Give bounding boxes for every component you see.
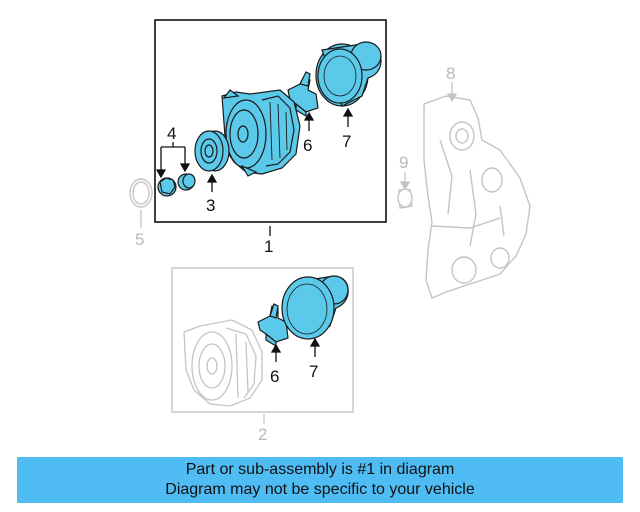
callout-4: 4: [167, 124, 176, 143]
callout-6-alt: 6: [270, 367, 279, 386]
callout-8: 8: [446, 64, 455, 83]
leader-lines-dim: [140, 82, 458, 424]
bracket-part-6[interactable]: [287, 71, 319, 118]
ring-part-5[interactable]: [129, 178, 153, 208]
callout-6: 6: [303, 136, 312, 155]
pulley-part-3[interactable]: [194, 130, 230, 172]
callout-7: 7: [342, 132, 351, 151]
parts-diagram: 1 2 3 4 5 6 6 7 7 8 9: [129, 19, 531, 444]
mount-bracket-part-8[interactable]: [423, 95, 531, 299]
callout-5: 5: [135, 230, 144, 249]
nut-cap-part-4[interactable]: [157, 173, 196, 197]
alternator-part-2[interactable]: [183, 319, 263, 407]
sleeve-part-9[interactable]: [397, 188, 413, 209]
cover-part-7-alt[interactable]: [281, 275, 349, 340]
banner-line-1: Part or sub-assembly is #1 in diagram: [185, 461, 455, 478]
info-banner: Part or sub-assembly is #1 in diagram Di…: [17, 457, 623, 503]
assembly-2-frame: [171, 267, 354, 413]
callout-3: 3: [206, 196, 215, 215]
assembly-1-frame: [154, 19, 387, 223]
callout-7-alt: 7: [309, 362, 318, 381]
alternator-part-1[interactable]: [221, 89, 301, 177]
leader-lines-active: [155, 107, 354, 362]
callout-2: 2: [258, 425, 267, 444]
banner-line-2: Diagram may not be specific to your vehi…: [165, 481, 475, 498]
cover-part-7[interactable]: [315, 41, 382, 107]
callout-1: 1: [264, 237, 273, 256]
callout-9: 9: [399, 153, 408, 172]
